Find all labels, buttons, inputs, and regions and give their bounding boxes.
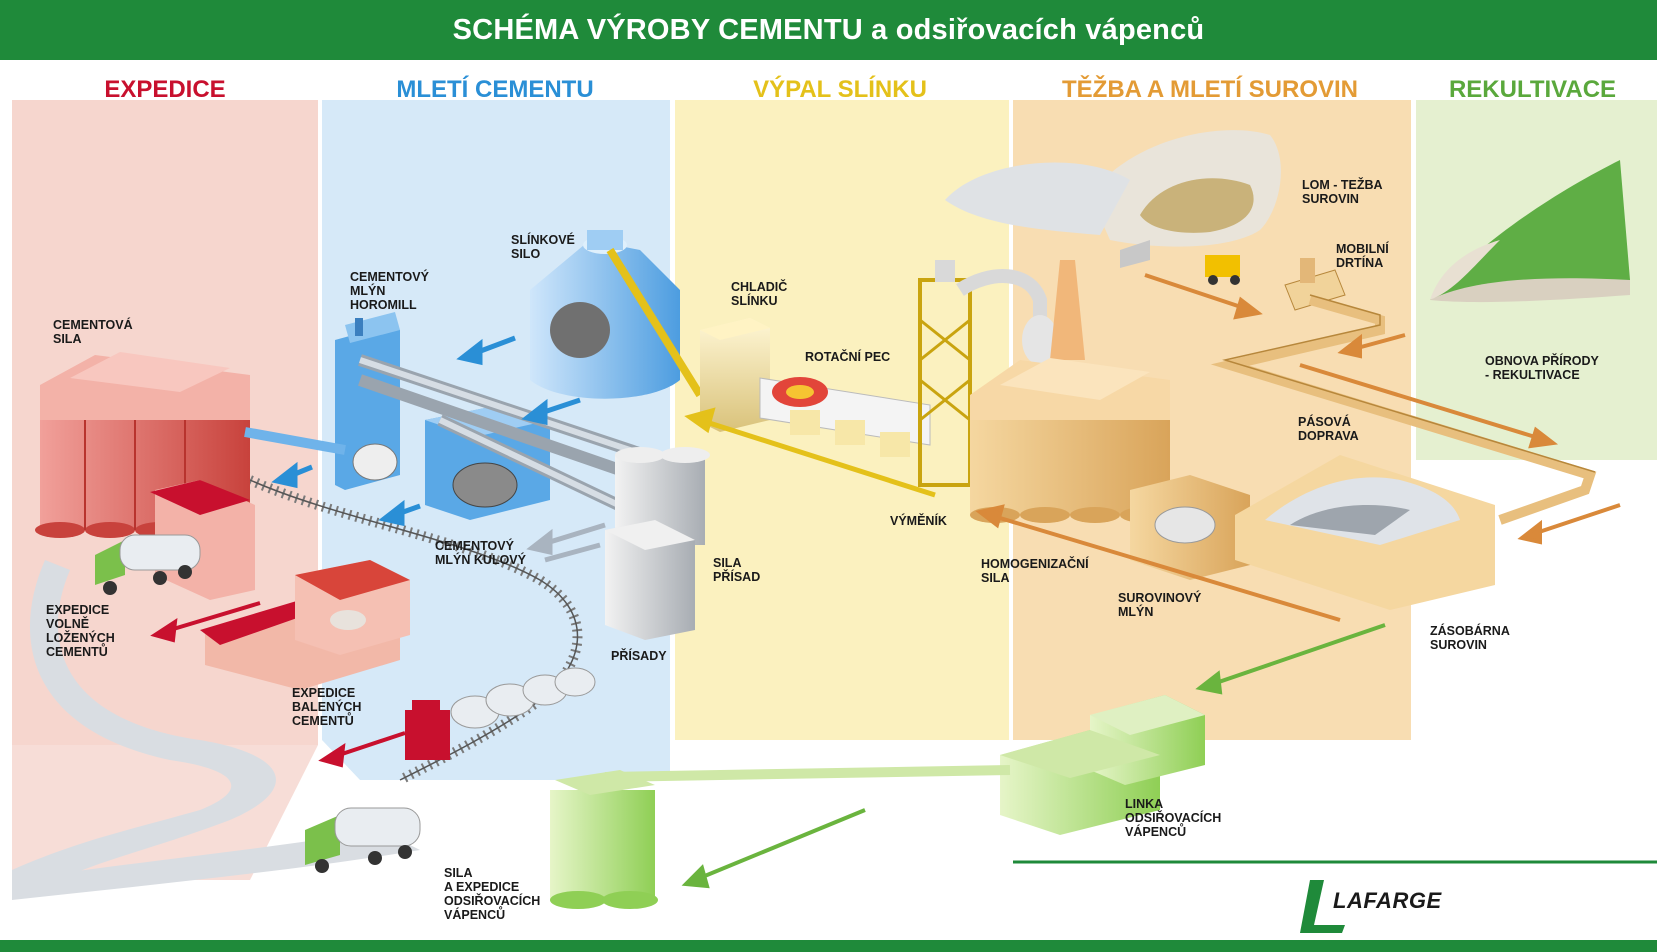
label-surovinovy-mlyn: SUROVINOVÝ MLÝN (1118, 591, 1202, 619)
bottom-bar (0, 940, 1657, 952)
cement-train (405, 667, 596, 760)
zone-title-tezba-surovin: TĚŽBA A MLETÍ SUROVIN (1062, 76, 1358, 103)
label-zasobarna-surovin: ZÁSOBÁRNA SUROVIN (1430, 624, 1510, 652)
recultivation-hill (1430, 160, 1630, 303)
zone-title-expedice: EXPEDICE (104, 76, 226, 103)
label-cementovy-mlyn-kulovy: CEMENTOVÝ MLÝN KULOVÝ (435, 539, 526, 567)
label-vymenik: VÝMĚNÍK (890, 514, 947, 528)
label-mobilni-drtina: MOBILNÍ DRTÍNA (1336, 242, 1389, 270)
blue-arrows (271, 335, 581, 527)
mobile-crusher (1284, 258, 1346, 311)
additive-silos (605, 447, 710, 640)
yellow-arrows (684, 407, 936, 498)
belt-conveyor-edge (1222, 294, 1596, 473)
orange-arrows (975, 273, 1621, 622)
desulphurization-line (1000, 695, 1205, 835)
label-prisady: PŘÍSADY (611, 649, 667, 663)
clinker-silo-building (530, 230, 680, 399)
zone-title-vypal-slinku: VÝPAL SLÍNKU (753, 76, 927, 103)
label-homogenizacni-sila: HOMOGENIZAČNÍ SILA (981, 557, 1089, 585)
label-linka-odsirovacich: LINKA ODSIŘOVACÍCH VÁPENCŮ (1125, 797, 1222, 839)
raw-material-store (1235, 455, 1495, 610)
clinker-conveyor (606, 247, 704, 398)
lafarge-logo: LAFARGE (1333, 888, 1442, 913)
green-arrows (681, 623, 1386, 889)
quarry (945, 130, 1281, 285)
rotary-kiln (759, 377, 931, 457)
label-sila-prisad: SILA PŘÍSAD (713, 556, 761, 584)
label-rotacni-pec: ROTAČNÍ PEC (805, 350, 891, 364)
bagged-cement-building (200, 560, 410, 690)
clinker-cooler (700, 318, 770, 432)
label-slinkove-silo: SLÍNKOVÉ SILO (511, 233, 575, 261)
cement-to-silos-conveyor (244, 427, 346, 455)
desulphurization-silos (550, 765, 1011, 909)
label-expedice-balenych: EXPEDICE BALENÝCH CEMENTŮ (292, 686, 362, 728)
zone-title-rekultivace: REKULTIVACE (1448, 76, 1617, 103)
label-pasova-doprava: PÁSOVÁ DOPRAVA (1298, 415, 1359, 443)
label-chladic-slinku: CHLADIČ SLÍNKU (731, 280, 788, 308)
label-lom-tezba: LOM - TEŽBA SUROVIN (1302, 178, 1383, 206)
gray-arrows (526, 522, 606, 563)
red-arrows (150, 601, 406, 768)
lafarge-logo-mark (1300, 880, 1345, 933)
title-bar: SCHÉMA VÝROBY CEMENTU a odsiřovacích váp… (0, 0, 1657, 60)
cement-truck-bottom (305, 807, 421, 873)
label-cementova-sila: CEMENTOVÁ SILA (53, 318, 133, 346)
label-expedice-volne: EXPEDICE VOLNĚ LOŽENÝCH CEMENTŮ (46, 603, 115, 659)
road (12, 560, 276, 880)
label-sila-expedice-odsirovacich: SILA A EXPEDICE ODSIŘOVACÍCH VÁPENCŮ (444, 866, 541, 922)
horomill-building (335, 312, 400, 490)
label-cementovy-mlyn-horomill: CEMENTOVÝ MLÝN HOROMILL (350, 270, 429, 312)
zone-title-mleti-cementu: MLETÍ CEMENTU (396, 76, 594, 103)
chimney (1050, 260, 1085, 360)
raw-mill (1130, 475, 1250, 580)
label-obnova-prirody: OBNOVA PŘÍRODY - REKULTIVACE (1485, 354, 1599, 382)
page-title: SCHÉMA VÝROBY CEMENTU a odsiřovacích váp… (452, 13, 1205, 46)
cement-truck-top (95, 534, 201, 595)
preheater-tower (918, 260, 1058, 487)
